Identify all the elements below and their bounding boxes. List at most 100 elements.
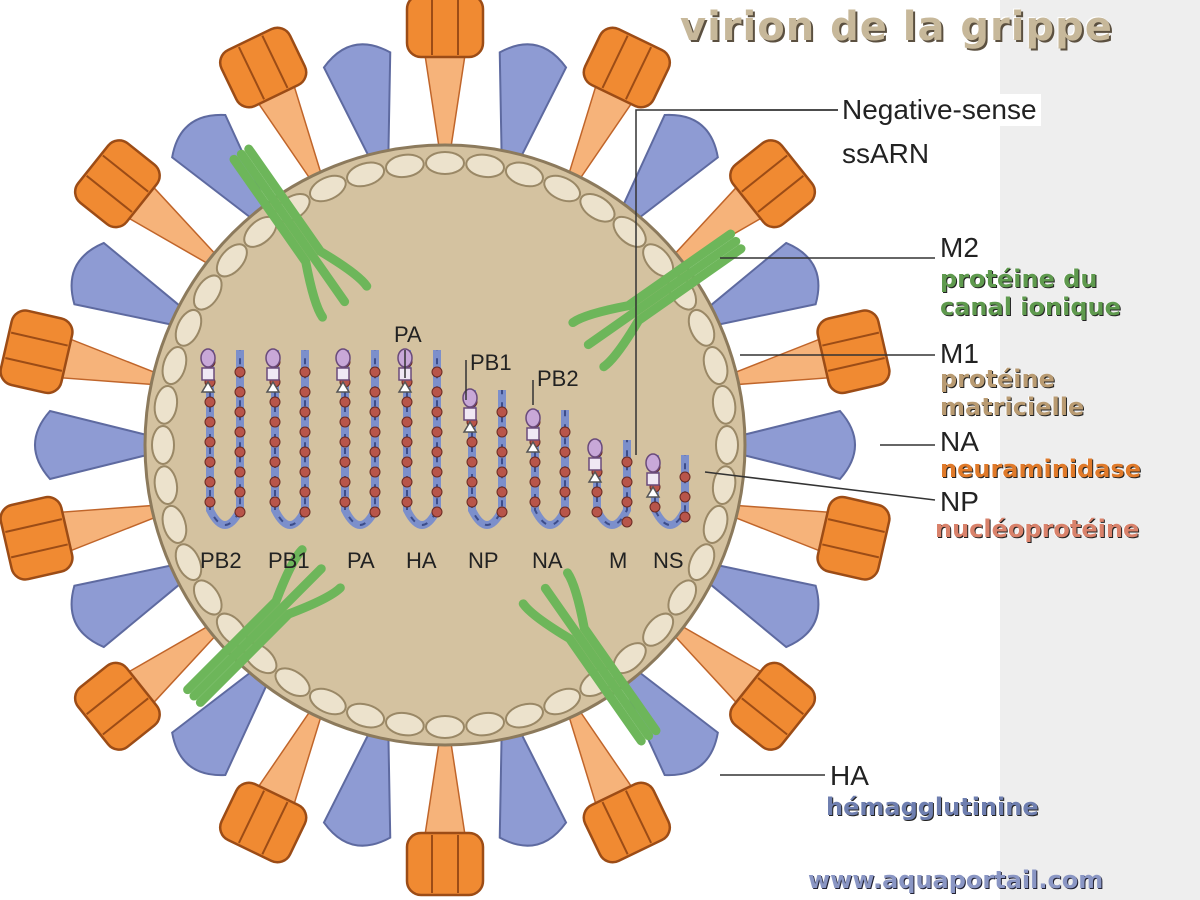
page-title: virion de la grippe xyxy=(680,4,1113,50)
ha-spike xyxy=(218,26,323,181)
na-spike xyxy=(171,670,269,777)
label-m2: M2 xyxy=(940,232,979,263)
ha-spike xyxy=(218,709,323,864)
m1-bead xyxy=(308,174,347,203)
label-na-fr: neuraminidase xyxy=(940,455,1141,483)
m1-bead xyxy=(346,702,386,729)
na-spike xyxy=(322,43,392,158)
rna-segment xyxy=(645,453,691,529)
label-negative-sense: Negative-sense xyxy=(838,94,1041,126)
rna-segments xyxy=(200,348,691,529)
m1-bead xyxy=(161,504,188,544)
m1-bead xyxy=(174,308,203,347)
ha-spike xyxy=(405,742,485,897)
m1-bead xyxy=(192,579,223,616)
ha-spike xyxy=(73,139,217,265)
label-na: NA xyxy=(940,426,979,457)
m1-bead xyxy=(711,384,737,425)
leader-np xyxy=(704,471,936,501)
ha-spike xyxy=(405,0,485,148)
m1-bead xyxy=(384,711,425,737)
m1-bead xyxy=(384,153,425,179)
m1-bead xyxy=(151,425,175,465)
m1-bead xyxy=(543,174,582,203)
m1-bead xyxy=(687,308,716,347)
m2-channel xyxy=(568,229,746,372)
m1-bead xyxy=(504,161,544,188)
leader-lines xyxy=(404,109,936,776)
segment-label: PA xyxy=(347,548,375,573)
m1-bead xyxy=(612,215,647,248)
rna-segment xyxy=(335,348,381,529)
segment-label: PB1 xyxy=(268,548,310,573)
m1-bead xyxy=(702,504,729,544)
rna-segment xyxy=(200,348,246,529)
m2-channels xyxy=(183,144,746,746)
label-m1-fr-2: matricielle xyxy=(940,393,1085,421)
ha-spike xyxy=(0,309,157,395)
m1-bead xyxy=(687,543,716,582)
m1-bead xyxy=(215,243,248,278)
m1-bead xyxy=(465,711,506,737)
m2-channel xyxy=(518,568,661,746)
m1-bead xyxy=(667,579,698,616)
na-spike xyxy=(70,241,183,326)
na-spike xyxy=(621,670,719,777)
m1-bead xyxy=(642,612,675,647)
rna-segment xyxy=(587,438,633,529)
m1-bead xyxy=(579,192,616,223)
segment-label: HA xyxy=(406,548,437,573)
label-ha-fr: hémagglutinine xyxy=(826,793,1039,821)
ha-spike xyxy=(733,495,891,581)
matrix-protein-layer xyxy=(151,151,739,739)
rna-segment xyxy=(265,348,311,529)
segment-label: PB2 xyxy=(200,548,242,573)
na-spike xyxy=(707,564,820,649)
segment-label: NA xyxy=(532,548,563,573)
na-spike xyxy=(498,43,568,158)
label-ssarn: ssARN xyxy=(838,138,934,170)
background-band xyxy=(1000,0,1200,900)
m1-bead xyxy=(425,715,465,739)
rna-segment xyxy=(462,388,508,529)
polymerase-label-pb1: PB1 xyxy=(470,350,512,375)
polymerase-label-pb2: PB2 xyxy=(537,366,579,391)
m1-bead xyxy=(153,465,179,506)
label-m1-fr-1: protéine xyxy=(940,365,1055,393)
website-watermark: www.aquaportail.com xyxy=(808,866,1104,894)
ha-spike xyxy=(73,625,217,751)
m1-bead xyxy=(702,346,729,386)
m1-bead xyxy=(153,384,179,425)
m1-bead xyxy=(174,543,203,582)
m1-bead xyxy=(715,425,739,465)
label-m1: M1 xyxy=(940,338,979,369)
na-spike xyxy=(621,113,719,220)
label-np: NP xyxy=(940,486,979,517)
segment-label: M xyxy=(609,548,628,573)
m1-bead xyxy=(425,151,465,175)
na-spike xyxy=(498,732,568,847)
m1-bead xyxy=(274,667,311,698)
label-np-fr: nucléoprotéine xyxy=(935,515,1140,543)
m1-bead xyxy=(504,702,544,729)
na-spike xyxy=(34,409,148,481)
ha-spike xyxy=(733,309,891,395)
segment-label: NS xyxy=(653,548,684,573)
ha-spike xyxy=(0,495,157,581)
ha-spike xyxy=(673,625,817,751)
na-spike xyxy=(742,409,856,481)
m1-bead xyxy=(346,161,386,188)
na-spike xyxy=(322,732,392,847)
label-m2-fr-2: canal ionique xyxy=(940,293,1121,321)
polymerase-label-pa: PA xyxy=(394,322,422,347)
rna-segment xyxy=(525,408,571,529)
na-spike xyxy=(707,241,820,326)
na-spike xyxy=(171,113,269,220)
segment-label: NP xyxy=(468,548,499,573)
na-spike xyxy=(70,564,183,649)
m1-bead xyxy=(465,153,506,179)
m2-channel xyxy=(229,144,372,322)
m2-channel xyxy=(183,545,345,707)
label-ha: HA xyxy=(826,760,873,792)
